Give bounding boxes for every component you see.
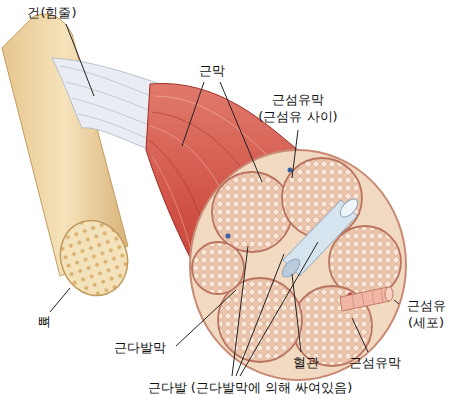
cross-section-part — [288, 168, 293, 173]
tendon-part — [78, 114, 151, 140]
blood-vessel-part — [279, 256, 303, 280]
part-label: 근섬유 (세포) — [404, 298, 449, 332]
tendon-part — [52, 58, 160, 150]
leader-lines-part — [240, 242, 318, 376]
muscle-fiber — [340, 287, 393, 311]
leader-lines-part — [232, 246, 248, 376]
leader-lines-part — [182, 82, 204, 146]
leader-lines-part — [292, 274, 301, 352]
leader-lines-part — [66, 24, 94, 96]
part-label: 근다발 (근다발막에 의해 싸여있음) — [148, 380, 353, 397]
muscle-fiber-part — [385, 287, 393, 301]
blood-vessel — [279, 196, 361, 280]
part-label: 근섬유막 — [349, 355, 401, 372]
leader-lines-part — [50, 288, 70, 312]
muscle-fiber-part — [340, 287, 390, 311]
tendon-part — [72, 98, 152, 126]
cross-section-part — [212, 172, 292, 252]
bone-part — [50, 211, 138, 305]
cross-section-part — [226, 234, 231, 239]
part-label: 뼈 — [38, 314, 51, 331]
part-label: 근다발막 — [114, 340, 166, 357]
part-label: 근섬유막 (근섬유 사이) — [256, 92, 340, 126]
leader-lines-part — [176, 290, 236, 346]
cross-section — [190, 150, 406, 380]
tendon-part — [60, 66, 156, 98]
leader-lines-part — [352, 318, 368, 352]
leader-lines-part — [292, 130, 298, 178]
part-label: 건(힘줄) — [27, 5, 76, 22]
leader-lines — [50, 24, 399, 376]
tendon-part — [66, 82, 154, 112]
leader-lines-part — [394, 300, 399, 304]
bone — [2, 14, 138, 305]
tendon — [52, 58, 160, 150]
cross-section-part — [190, 150, 406, 380]
muscle-fiber-part — [352, 289, 383, 309]
part-label: 혈관 — [293, 355, 319, 372]
leader-lines-part — [220, 82, 262, 182]
blood-vessel-part — [337, 196, 361, 220]
part-label: 근막 — [199, 63, 225, 80]
cross-section-part — [192, 242, 244, 294]
leader-lines-part — [236, 254, 284, 376]
